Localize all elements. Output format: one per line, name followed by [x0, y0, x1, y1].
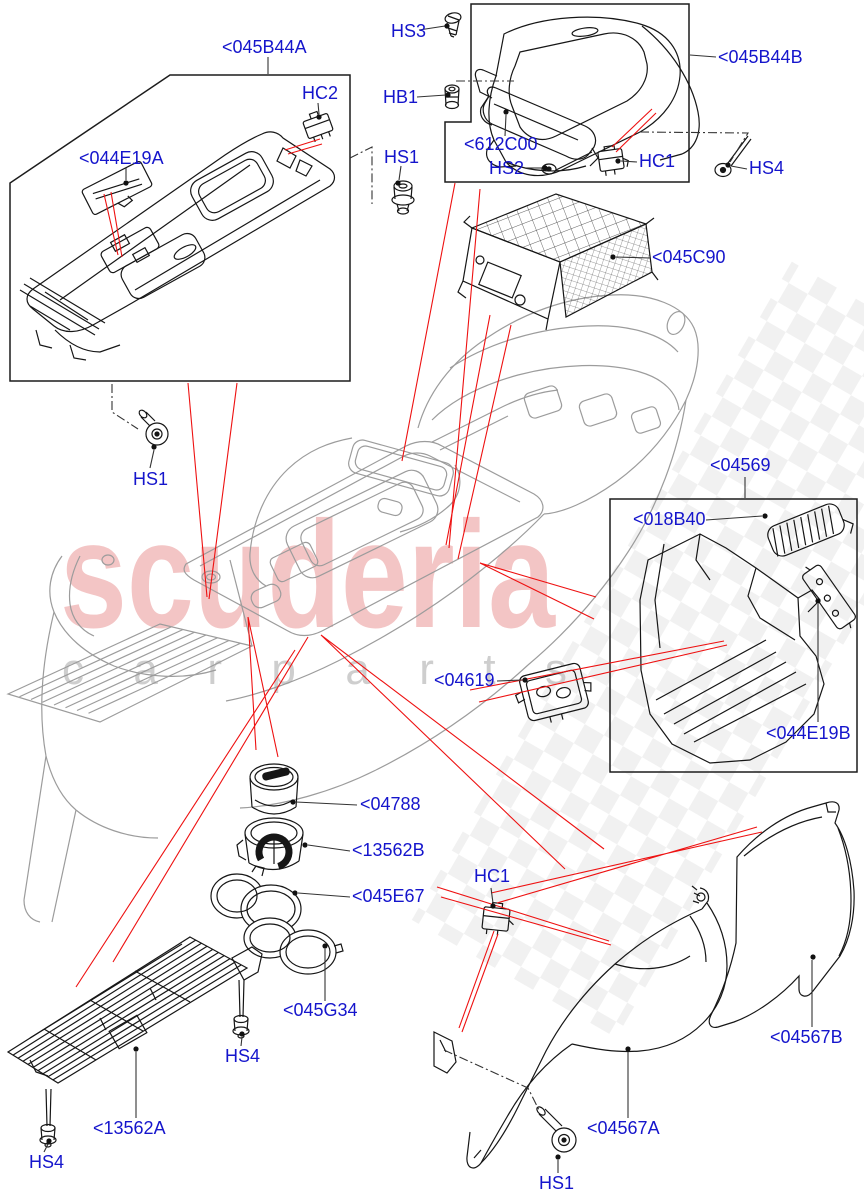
part-label-044E19B[interactable]: <044E19B — [766, 723, 851, 743]
part-label-045C90[interactable]: <045C90 — [652, 247, 726, 267]
part-screw-HS1-mid — [138, 409, 169, 446]
group-box-rear-panel — [609, 498, 858, 773]
part-label-04788[interactable]: <04788 — [360, 794, 421, 814]
part-panel-04567B — [708, 801, 855, 1028]
part-label-HS4-top[interactable]: HS4 — [749, 158, 785, 178]
part-screw-HS1-bottom — [536, 1106, 577, 1153]
part-panel-04567A — [433, 885, 728, 1169]
part-label-045B44A[interactable]: <045B44A — [222, 37, 307, 57]
part-label-HS1-mid[interactable]: HS1 — [133, 469, 169, 489]
part-label-04569[interactable]: <04569 — [710, 455, 771, 475]
part-clip-HC1-top — [597, 144, 629, 176]
watermark-subtext: c a r p a r t s — [62, 645, 567, 694]
part-top-trim-045B44A — [19, 131, 336, 361]
part-label-HS1-top[interactable]: HS1 — [384, 147, 420, 167]
part-plate-044E19A — [81, 160, 153, 216]
part-label-HC2[interactable]: HC2 — [302, 83, 339, 103]
part-label-04619[interactable]: <04619 — [434, 670, 495, 690]
group-boxes — [9, 3, 858, 773]
group-box-top-trim — [9, 74, 351, 382]
part-clip-HC2 — [302, 110, 334, 143]
part-label-045G34[interactable]: <045G34 — [283, 1000, 358, 1020]
part-label-HS4-bottom-left[interactable]: HS4 — [29, 1152, 65, 1172]
part-label-HC1-bottom[interactable]: HC1 — [474, 866, 511, 886]
part-bracket-044E19B — [802, 564, 856, 630]
part-label-13562A[interactable]: <13562A — [93, 1118, 166, 1138]
part-assembly-045C90 — [457, 193, 659, 331]
part-label-044E19A[interactable]: <044E19A — [79, 148, 164, 168]
part-label-018B40[interactable]: <018B40 — [633, 509, 706, 529]
part-cup-04788 — [249, 763, 299, 815]
part-label-HS2[interactable]: HS2 — [489, 158, 525, 178]
part-label-HS4-mid[interactable]: HS4 — [225, 1046, 261, 1066]
part-label-HC1-top[interactable]: HC1 — [639, 151, 676, 171]
part-screw-HS4-mid — [232, 979, 250, 1039]
watermark-brand: scuderia — [60, 490, 556, 660]
part-label-04567B[interactable]: <04567B — [770, 1027, 843, 1047]
assembly-dash-dot-lines — [111, 80, 749, 1113]
part-screw-HS3 — [444, 12, 462, 38]
part-connector-04619 — [514, 662, 592, 723]
part-label-04567A[interactable]: <04567A — [587, 1118, 660, 1138]
part-label-045E67[interactable]: <045E67 — [352, 886, 425, 906]
part-screw-HS4-bottom-left — [39, 1088, 57, 1148]
part-screw-HS1-top — [391, 180, 415, 215]
part-label-HS1-bottom[interactable]: HS1 — [539, 1173, 575, 1193]
group-box-armrest-lid — [444, 3, 690, 183]
part-screw-HS4-top — [714, 135, 752, 178]
part-rear-panel — [639, 533, 825, 764]
part-vent-018B40 — [767, 503, 854, 557]
part-tray-13562A — [6, 936, 263, 1084]
part-label-612C00[interactable]: <612C00 — [464, 134, 538, 154]
part-label-HS3[interactable]: HS3 — [391, 21, 427, 41]
part-gasket-045G34 — [243, 917, 344, 975]
label-leader-lines — [43, 23, 821, 1173]
part-label-045B44B[interactable]: <045B44B — [718, 47, 803, 67]
part-label-HB1[interactable]: HB1 — [383, 87, 419, 107]
red-leader-lines — [75, 108, 763, 1033]
exploded-parts — [6, 12, 856, 1169]
part-holder-13562B — [236, 817, 304, 871]
part-label-13562B[interactable]: <13562B — [352, 840, 425, 860]
